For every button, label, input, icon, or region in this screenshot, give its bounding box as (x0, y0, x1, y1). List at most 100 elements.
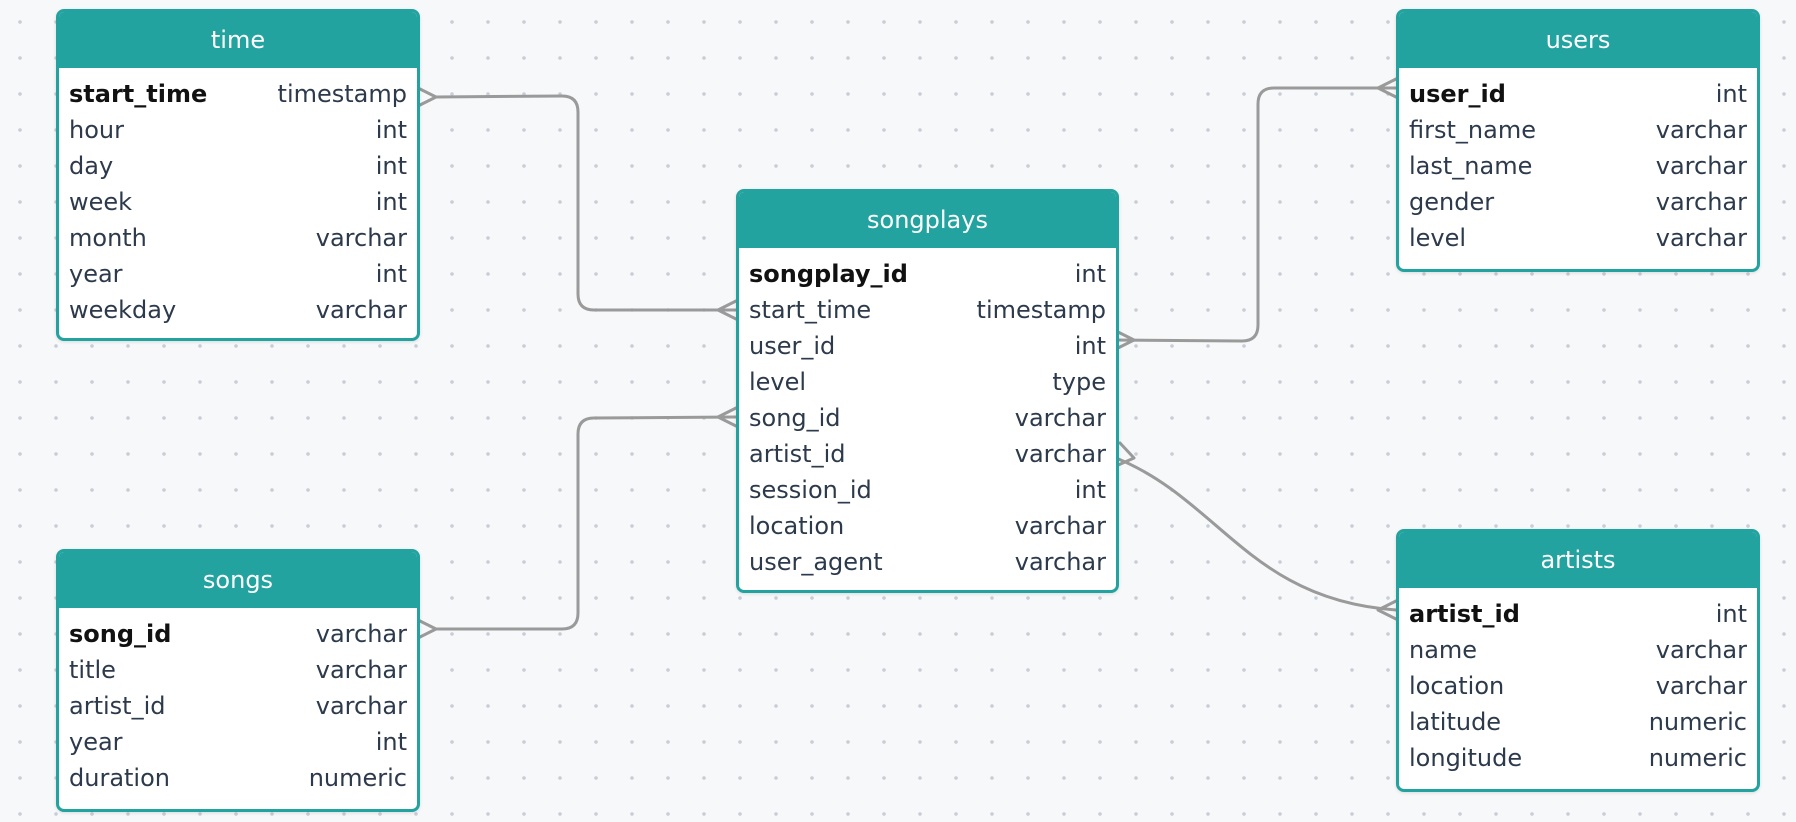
column-name: artist_id (69, 692, 166, 720)
column-name: session_id (749, 476, 872, 504)
column-type: numeric (1648, 708, 1747, 736)
column-type: int (1074, 332, 1106, 360)
column-name: year (69, 260, 123, 288)
crowfoot-artists-artist-id-icon (1376, 599, 1398, 621)
column-type: varchar (315, 296, 407, 324)
column-type: varchar (1655, 672, 1747, 700)
column-row-artist-id[interactable]: artist_id varchar (69, 688, 407, 724)
column-name: last_name (1409, 152, 1533, 180)
column-type: varchar (1655, 116, 1747, 144)
column-type: timestamp (277, 80, 407, 108)
column-name: year (69, 728, 123, 756)
column-row-name[interactable]: name varchar (1409, 632, 1747, 668)
column-type: int (1715, 600, 1747, 628)
connector-artists-songplays[interactable] (1114, 456, 1398, 612)
column-type: varchar (315, 692, 407, 720)
column-type: varchar (315, 656, 407, 684)
column-name: week (69, 188, 133, 216)
table-title: songs (59, 552, 417, 608)
column-row-user-id[interactable]: user_id int (1409, 76, 1747, 112)
column-type: int (375, 152, 407, 180)
column-list: artist_id int name varchar location varchar la… (1399, 588, 1757, 776)
column-row-year[interactable]: year int (69, 724, 407, 760)
table-artists[interactable]: artists artist_id int name varchar location v… (1396, 529, 1760, 792)
column-name: weekday (69, 296, 177, 324)
column-row-artist-id[interactable]: artist_id int (1409, 596, 1747, 632)
column-type: varchar (315, 224, 407, 252)
column-name: location (1409, 672, 1505, 700)
column-type: int (1715, 80, 1747, 108)
column-row-start-time[interactable]: start_time timestamp (69, 76, 407, 112)
column-type: timestamp (976, 296, 1106, 324)
crowfoot-songs-song-id-icon (416, 618, 438, 640)
column-type: int (1074, 476, 1106, 504)
column-name: title (69, 656, 116, 684)
column-row-month[interactable]: month varchar (69, 220, 407, 256)
column-name: day (69, 152, 114, 180)
column-name: start_time (69, 80, 208, 108)
column-name: songplay_id (749, 260, 908, 288)
column-name: name (1409, 636, 1478, 664)
column-row-title[interactable]: title varchar (69, 652, 407, 688)
column-name: song_id (749, 404, 841, 432)
column-row-week[interactable]: week int (69, 184, 407, 220)
column-name: start_time (749, 296, 872, 324)
column-type: int (375, 188, 407, 216)
column-row-songplay-id[interactable]: songplay_id int (749, 256, 1106, 292)
connector-time-songplays[interactable] (434, 94, 738, 312)
column-type: varchar (1655, 224, 1747, 252)
column-row-latitude[interactable]: latitude numeric (1409, 704, 1747, 740)
column-name: artist_id (749, 440, 846, 468)
connector-songs-songplays[interactable] (434, 415, 738, 631)
column-name: gender (1409, 188, 1495, 216)
column-row-song-id[interactable]: song_id varchar (749, 400, 1106, 436)
crowfoot-users-user-id-icon (1376, 77, 1398, 99)
column-name: hour (69, 116, 124, 144)
column-type: varchar (1014, 404, 1106, 432)
column-type: varchar (1014, 512, 1106, 540)
column-name: duration (69, 764, 170, 792)
column-type: varchar (1655, 636, 1747, 664)
column-name: month (69, 224, 147, 252)
column-name: latitude (1409, 708, 1502, 736)
crowfoot-time-start-time-icon (416, 86, 438, 108)
column-row-weekday[interactable]: weekday varchar (69, 292, 407, 328)
column-row-location[interactable]: location varchar (1409, 668, 1747, 704)
column-row-start-time[interactable]: start_time timestamp (749, 292, 1106, 328)
column-type: int (375, 728, 407, 756)
column-name: user_id (1409, 80, 1506, 108)
connector-users-songplays[interactable] (1114, 86, 1398, 343)
column-name: artist_id (1409, 600, 1520, 628)
table-title: artists (1399, 532, 1757, 588)
column-type: numeric (1648, 744, 1747, 772)
column-name: song_id (69, 620, 172, 648)
column-name: user_agent (749, 548, 883, 576)
column-type: int (1074, 260, 1106, 288)
column-name: location (749, 512, 845, 540)
table-title: songplays (739, 192, 1116, 248)
column-row-day[interactable]: day int (69, 148, 407, 184)
column-row-location[interactable]: location varchar (749, 508, 1106, 544)
column-type: type (1052, 368, 1106, 396)
column-row-session-id[interactable]: session_id int (749, 472, 1106, 508)
